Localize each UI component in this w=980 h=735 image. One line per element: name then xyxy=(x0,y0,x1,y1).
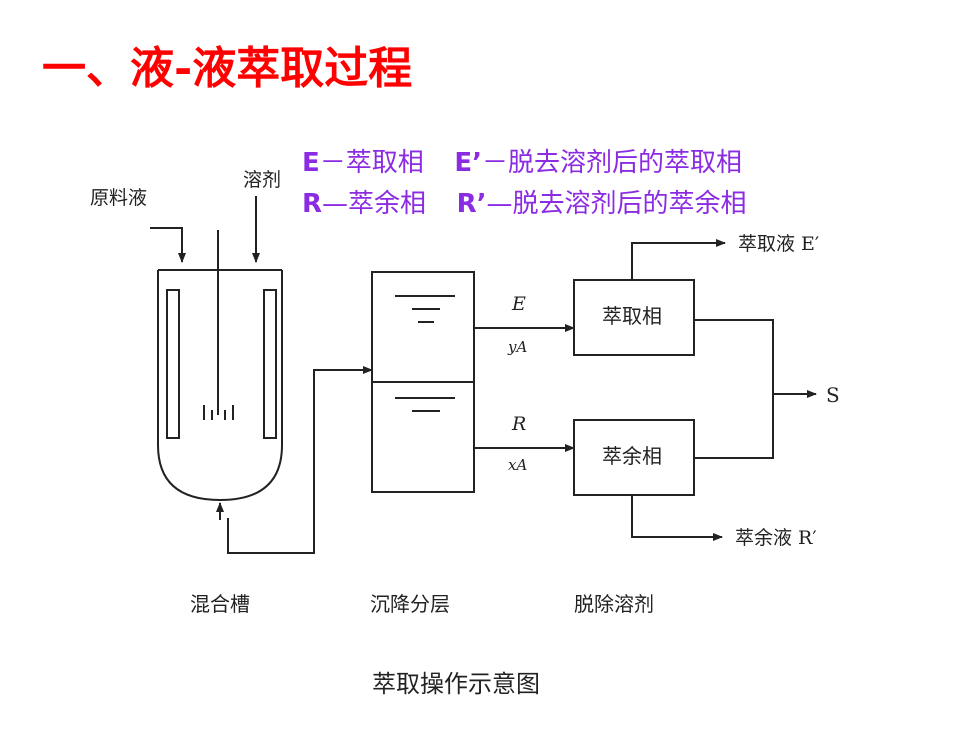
raffinate-phase-label: 萃余相 xyxy=(602,444,662,468)
feed-inlet-arrow xyxy=(150,227,186,263)
mixer-to-settler-line xyxy=(227,366,373,554)
settler-label: 沉降分层 xyxy=(370,592,450,616)
feed-label: 原料液 xyxy=(90,187,147,209)
mixer-tank-body xyxy=(157,270,283,502)
extract-phase-box xyxy=(573,279,695,356)
legend-text-E-prime: －脱去溶剂后的萃取相 xyxy=(481,148,742,178)
legend-line-1: E－萃取相 E’－脱去溶剂后的萃取相 xyxy=(302,142,742,179)
mixer-label: 混合槽 xyxy=(190,592,250,616)
legend-symbol-E: E xyxy=(302,148,320,178)
legend-text-E: －萃取相 xyxy=(319,148,424,178)
solvent-out-label: S xyxy=(826,383,840,407)
legend-text-R-prime: —脱去溶剂后的萃余相 xyxy=(486,189,747,219)
raffinate-liquid-arrow xyxy=(631,495,723,541)
stream-R-label: R xyxy=(511,413,526,435)
legend-symbol-R-prime: R’ xyxy=(456,189,487,219)
diagram-caption: 萃取操作示意图 xyxy=(372,670,540,698)
legend-text-R: —萃余相 xyxy=(322,189,427,219)
raffinate-liquid-label: 萃余液 R′ xyxy=(735,527,817,549)
stream-xA-label: xA xyxy=(508,456,527,474)
stream-yA-label: yA xyxy=(507,338,527,356)
extract-liquid-label: 萃取液 E′ xyxy=(738,233,819,255)
solvent-line-top xyxy=(694,319,774,459)
slide-title: 一、液-液萃取过程 xyxy=(42,43,413,94)
stream-E-label: E xyxy=(511,293,526,315)
mixer-baffle-right xyxy=(263,289,277,439)
legend-line-2: R—萃余相 R’—脱去溶剂后的萃余相 xyxy=(302,183,747,220)
extract-phase-label: 萃取相 xyxy=(602,304,662,328)
extract-liquid-arrow xyxy=(631,239,726,280)
mixer-baffle-left xyxy=(166,289,180,439)
legend-symbol-R: R xyxy=(302,189,323,219)
solvent-label: 溶剂 xyxy=(243,169,281,191)
legend-symbol-E-prime: E’ xyxy=(454,148,482,178)
solvent-removal-label: 脱除溶剂 xyxy=(574,592,654,616)
